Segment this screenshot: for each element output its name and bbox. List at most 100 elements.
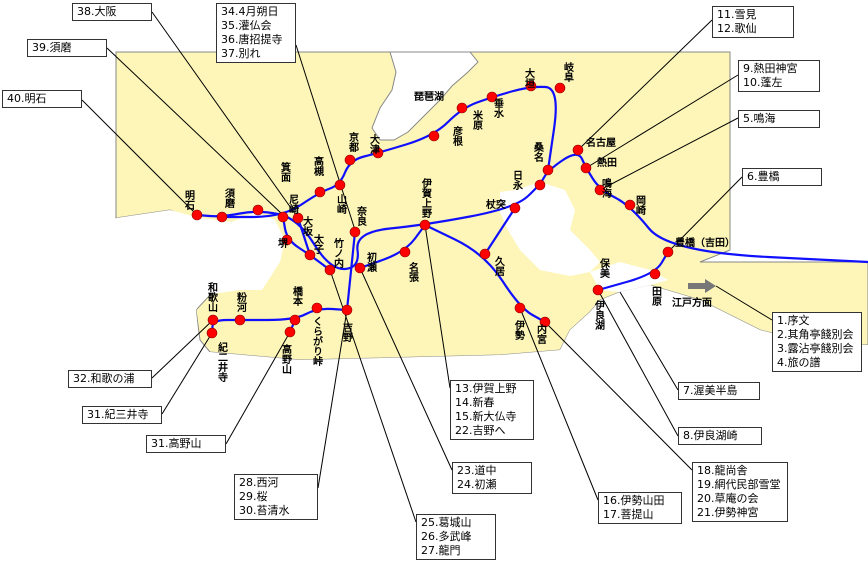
leader-line: [151, 11, 299, 219]
leader-line: [715, 285, 773, 321]
label-toyohashi: 6.豊橋: [742, 168, 822, 186]
place-label-hashimoto: 橋本: [291, 285, 303, 307]
label-suma: 39.須磨: [27, 39, 107, 57]
place-label-hatsuse: 初瀬: [365, 251, 377, 273]
station-marker-nara: [349, 226, 361, 238]
leader-line: [585, 74, 739, 169]
station-marker-ise: [514, 302, 526, 314]
label-iragomisaki: 8.伊良湖崎: [678, 427, 762, 445]
place-label-nabari: 名張: [407, 261, 419, 283]
station-marker-naiku: [539, 316, 551, 328]
label-akashi: 40.明石: [2, 90, 82, 108]
label-koya: 31.高野山: [146, 435, 226, 453]
edo-direction: 江戸方面: [672, 279, 716, 309]
leader-line: [225, 331, 291, 445]
place-label-hinaga: 日永: [511, 170, 524, 191]
place-label-kuragari: くらがり峠: [311, 316, 323, 367]
label-narumi: 5.鳴海: [738, 110, 820, 128]
station-marker-hikone: [456, 102, 468, 114]
place-label-suma: 須磨: [223, 187, 236, 209]
route-line: [222, 85, 557, 219]
place-label-takatsuki: 高槻: [312, 155, 324, 177]
station-marker-tawara: [649, 268, 661, 280]
leader-line: [599, 117, 739, 191]
place-label-biwako: 琵琶湖: [414, 90, 444, 103]
place-label-ogaki: 大垣: [523, 67, 535, 88]
station-marker-nagoya: [572, 144, 584, 156]
ise-bay: [500, 182, 600, 276]
mikawa-bay: [590, 262, 668, 292]
place-label-atsuta: 熱田: [597, 156, 617, 169]
station-marker-yoshino: [341, 304, 353, 316]
place-label-wakayama: 和歌山: [206, 281, 219, 313]
place-label-irago: 伊良湖: [593, 299, 606, 331]
place-label-hikone: 彦根: [451, 125, 463, 147]
station-marker-akashi: [191, 209, 203, 221]
place-label-minoo: 箕面: [279, 161, 292, 183]
station-marker-toyohashi: [662, 246, 674, 258]
station-marker-hashimoto: [289, 314, 301, 326]
station-marker-kimiidera: [206, 327, 218, 339]
leader-line: [161, 332, 213, 415]
station-marker-hinaga: [534, 179, 546, 191]
place-label-nagoya: 名古屋: [586, 136, 616, 149]
station-marker-amagasaki: [277, 211, 289, 223]
place-label-kokawa: 粉河: [235, 291, 247, 313]
station-marker-kuwana: [542, 164, 554, 176]
place-label-taishi: 太子: [312, 233, 325, 255]
station-marker-okazaki: [624, 199, 636, 211]
leader-line: [667, 176, 743, 253]
place-label-amagasaki: 尼崎: [287, 194, 299, 215]
leader-line: [424, 224, 451, 389]
place-label-narumi: 鳴海: [600, 177, 612, 199]
station-marker-koyasan: [284, 326, 296, 338]
station-marker-hatsuse: [354, 262, 366, 274]
lake-biwa: [371, 51, 479, 141]
arrow-right-icon: [688, 279, 716, 293]
station-marker-atsuta: [580, 162, 592, 174]
place-label-naiku: 内宮: [535, 323, 547, 345]
place-label-takenouchi: 竹ノ内: [332, 237, 345, 269]
station-marker-takatsuki: [314, 186, 326, 198]
place-label-toyohashi: 豊橋（吉田）: [675, 236, 735, 249]
leader-line: [577, 19, 713, 151]
station-marker-kui: [479, 248, 491, 260]
station-marker-maibara: [486, 91, 498, 103]
leader-line: [106, 47, 284, 216]
leader-line: [597, 289, 679, 437]
osaka-bay: [116, 210, 285, 350]
place-label-akashi: 明石: [183, 190, 196, 211]
leader-line: [317, 309, 348, 489]
place-label-iga_ueno: 伊賀上野: [420, 177, 433, 219]
station-marker-osaka: [292, 212, 304, 224]
station-marker-otsu: [372, 147, 384, 159]
station-marker-kyoto: [344, 154, 356, 166]
station-marker-nabari: [399, 246, 411, 258]
station-marker-taishi: [304, 249, 316, 261]
station-marker-minoo: [252, 204, 264, 216]
station-marker-iga: [419, 219, 431, 231]
place-label-okazaki: 岡崎: [634, 195, 646, 216]
station-marker-wakayama: [207, 314, 219, 326]
leader-line: [81, 99, 198, 216]
station-marker-narumi: [594, 184, 606, 196]
leader-lines: [81, 11, 773, 523]
place-label-kuwana: 桑名: [532, 142, 545, 163]
place-label-tawara: 田原: [650, 286, 662, 307]
station-marker-kuragari: [311, 302, 323, 314]
place-label-yoshino: 吉野: [341, 321, 353, 343]
label-wakanoura: 32.和歌の浦: [68, 370, 152, 388]
place-label-kimiidera: 紀二井寺: [216, 341, 228, 383]
place-label-kui: 久居: [493, 255, 506, 277]
station-marker-ogaki: [525, 80, 537, 92]
place-label-otsu: 大津: [368, 133, 380, 155]
stations: [191, 80, 674, 339]
leader-line: [295, 44, 356, 231]
